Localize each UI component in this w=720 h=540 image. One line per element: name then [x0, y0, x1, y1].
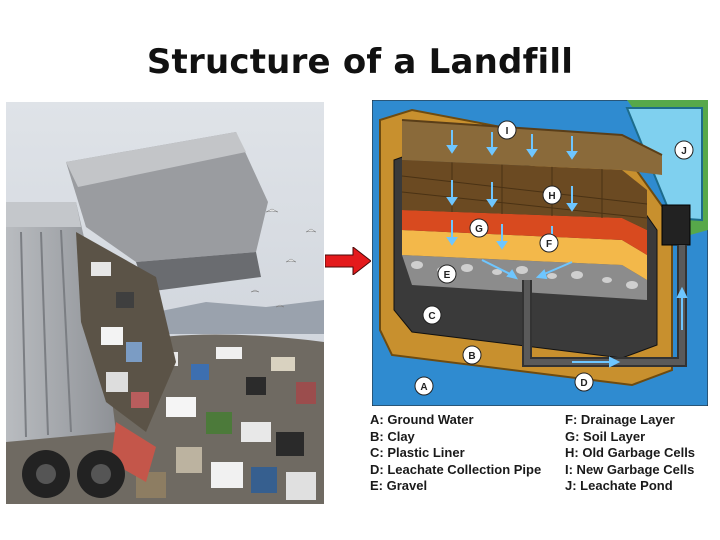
- legend-item-plastic-liner: C: Plastic Liner: [370, 445, 465, 461]
- legend-item-drainage-layer: F: Drainage Layer: [565, 412, 675, 427]
- marker-g: G: [475, 224, 483, 235]
- red-arrow-icon: [325, 247, 371, 275]
- marker-a: A: [420, 382, 427, 393]
- marker-i: I: [506, 126, 509, 137]
- marker-j: J: [681, 146, 687, 157]
- legend-item-leachate-pond: J: Leachate Pond: [565, 478, 673, 494]
- diagram-markers: A B C D E F G H I J: [414, 120, 694, 396]
- marker-h: H: [548, 191, 555, 202]
- marker-e: E: [444, 270, 451, 281]
- legend-column-left: A: Ground Water B: Clay C: Plastic Liner…: [370, 412, 541, 495]
- landfill-photo: [6, 102, 324, 504]
- landfill-cross-section: A B C D E F G H I J: [372, 100, 708, 406]
- legend-item-new-garbage-cells: I: New Garbage Cells: [565, 461, 695, 477]
- legend-item-leachate-pipe: D: Leachate Collection Pipe: [370, 461, 542, 477]
- legend-item-gravel: E: Gravel: [370, 478, 428, 494]
- marker-c: C: [428, 311, 435, 322]
- marker-f: F: [546, 239, 552, 250]
- legend-item-old-garbage-cells: H: Old Garbage Cells: [565, 445, 696, 461]
- legend-item-soil-layer: G: Soil Layer: [565, 428, 646, 444]
- legend-column-right: F: Drainage Layer G: Soil Layer H: Old G…: [565, 412, 695, 495]
- legend-item-clay: B: Clay: [370, 428, 415, 444]
- legend-item-ground-water: A: Ground Water: [370, 412, 474, 427]
- marker-d: D: [580, 378, 587, 389]
- marker-b: B: [468, 351, 475, 362]
- diagram-legend: A: Ground Water B: Clay C: Plastic Liner…: [370, 412, 715, 502]
- page-title: Structure of a Landfill: [146, 42, 574, 82]
